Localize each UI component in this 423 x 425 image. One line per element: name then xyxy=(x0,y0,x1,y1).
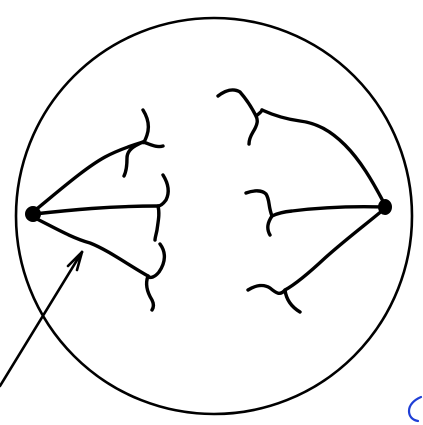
left-chromosomes xyxy=(124,110,168,310)
right-chromosomes xyxy=(218,90,300,312)
corner-mark xyxy=(409,397,421,421)
left-spindle-fibers xyxy=(33,142,158,276)
cell-outline xyxy=(16,18,412,414)
right-spindle-fibers xyxy=(262,110,385,290)
pointer-arrow xyxy=(0,252,82,386)
